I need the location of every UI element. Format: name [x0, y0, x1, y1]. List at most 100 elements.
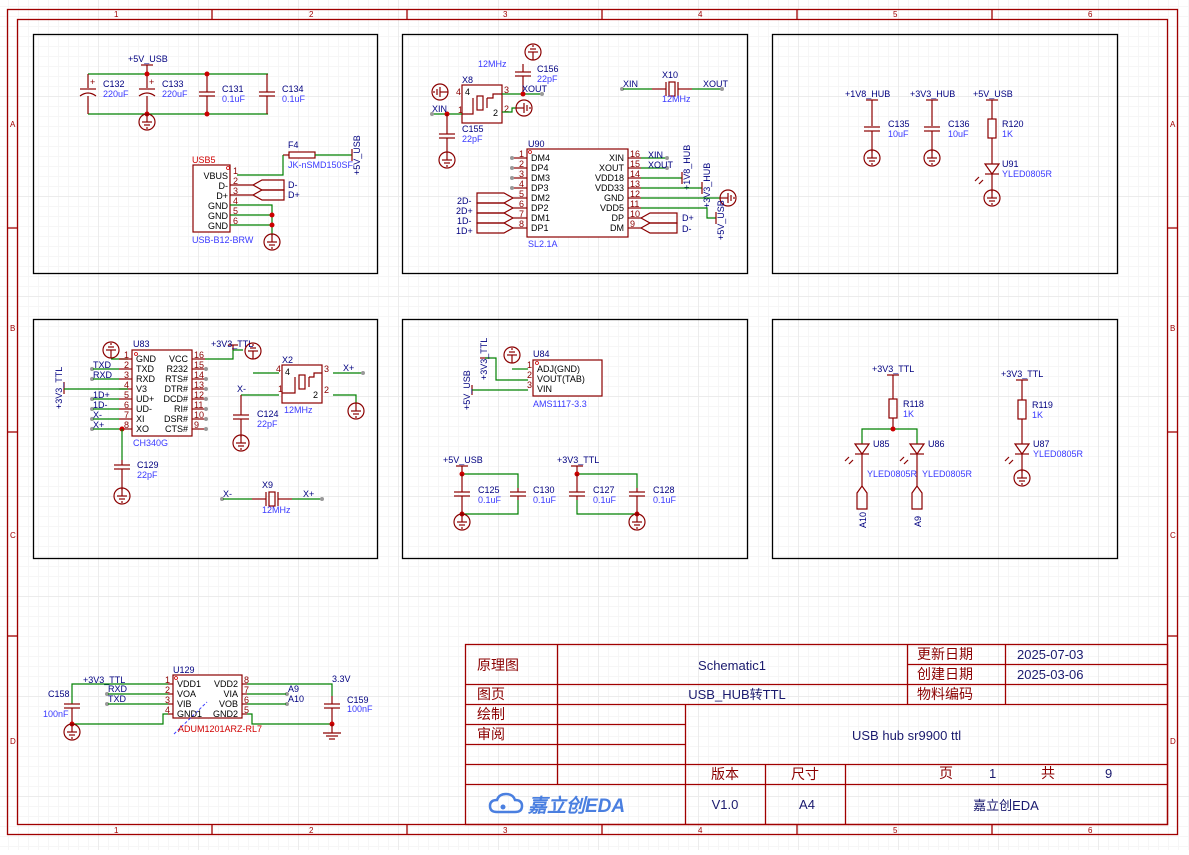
- ic-u84[interactable]: [532, 359, 603, 397]
- svg-text:1: 1: [278, 384, 283, 394]
- sheet-description[interactable]: USB hub sr9900 ttl: [852, 728, 961, 743]
- block-frame-hub-power[interactable]: [771, 33, 1119, 275]
- pin-name: DCD#: [163, 394, 188, 404]
- pin-number: 6: [233, 216, 238, 226]
- value-label: 22pF: [137, 470, 158, 480]
- pin-number: 1: [527, 360, 532, 370]
- bus-port: [476, 222, 515, 234]
- usb-connector[interactable]: [192, 164, 231, 233]
- ldo-block: +3V3_TTL +5V_USB U84 ADJ(GND) VOUT(TAB) …: [443, 338, 677, 531]
- page-name[interactable]: USB_HUB转TTL: [688, 687, 786, 702]
- pin-name: RXD: [136, 374, 156, 384]
- pin-number: 15: [630, 159, 640, 169]
- col-label: 2: [309, 10, 314, 19]
- net-label: X-: [237, 384, 246, 394]
- ref-label: C127: [593, 485, 615, 495]
- no-connect-pin: [204, 377, 208, 381]
- ic-u129[interactable]: [172, 674, 243, 719]
- ref-label: U85: [873, 439, 890, 449]
- pin-number: 1: [124, 350, 129, 360]
- ref-label: X8: [462, 75, 473, 85]
- ground-icon: [503, 346, 521, 364]
- pin-number: 4: [519, 179, 524, 189]
- col-label: 1: [114, 10, 119, 19]
- ground-icon: [923, 149, 941, 167]
- value-label: 10uF: [948, 129, 969, 139]
- no-connect-pin: [510, 156, 514, 160]
- block-frame-ldo[interactable]: [401, 318, 749, 560]
- ground-icon: [1013, 469, 1031, 487]
- pin-number: 11: [630, 199, 639, 209]
- net-label: 1D+: [456, 226, 473, 236]
- block-frame-hub[interactable]: [401, 33, 749, 275]
- page-number: 1: [989, 766, 996, 781]
- pin-name: TXD: [136, 364, 155, 374]
- value-label: 1K: [1002, 129, 1013, 139]
- ref-label: C132: [103, 79, 125, 89]
- updated-date: 2025-07-03: [1017, 647, 1084, 662]
- freq-label: 12MHz: [262, 505, 291, 515]
- logo-text: 嘉立创EDA: [527, 795, 625, 817]
- ground-icon: [263, 233, 281, 251]
- ground-icon: [102, 341, 120, 359]
- pin-name: V3: [136, 384, 147, 394]
- ref-label: U87: [1033, 439, 1050, 449]
- pin-number: 9: [630, 219, 635, 229]
- pin-name: RTS#: [165, 374, 188, 384]
- value-label: YLED0805R: [1002, 169, 1053, 179]
- port-label: A9: [913, 516, 923, 527]
- pin-name: VDD2: [214, 679, 238, 689]
- pin-name: VOA: [177, 689, 196, 699]
- value-label: 100nF: [43, 709, 69, 719]
- no-connect-pin: [204, 387, 208, 391]
- pin-number: 8: [519, 219, 524, 229]
- block-frame-ch340[interactable]: [32, 318, 379, 560]
- ref-label: X10: [662, 70, 678, 80]
- freq-label: 12MHz: [284, 405, 313, 415]
- pin-number: 2: [165, 685, 170, 695]
- net-label: +5V_USB: [352, 135, 362, 175]
- pin-name: VIB: [177, 699, 192, 709]
- net-label: A10: [288, 694, 304, 704]
- block-frame-leds[interactable]: [771, 318, 1119, 560]
- ic-u83[interactable]: [131, 349, 193, 437]
- no-connect-pin: [204, 407, 208, 411]
- ref-label: C125: [478, 485, 500, 495]
- crystal-x2[interactable]: [281, 364, 323, 404]
- no-connect-pin: [510, 186, 514, 190]
- ground-icon: [628, 513, 646, 531]
- net-label: +5V_USB: [462, 370, 472, 410]
- pin-name: VOB: [219, 699, 238, 709]
- value-label: 1K: [903, 409, 914, 419]
- pin-number: 1: [165, 675, 170, 685]
- net-label: X+: [93, 420, 104, 430]
- net-label: +3V3_TTL: [872, 364, 914, 374]
- block-frame-usb-power[interactable]: [32, 33, 379, 275]
- svg-text:4: 4: [285, 367, 290, 377]
- pin-name: GND2: [213, 709, 238, 719]
- schematic-name[interactable]: Schematic1: [698, 658, 766, 673]
- isolator-block: +3V3_TTL C158 100nF RXD TXD U129 VDD11VO…: [43, 665, 373, 741]
- value-label: 0.1uF: [282, 94, 306, 104]
- ref-label: C133: [162, 79, 184, 89]
- ic-u90[interactable]: [526, 148, 629, 238]
- pin-name: VCC: [169, 354, 189, 364]
- net-label: X-: [93, 410, 102, 420]
- pin-name: VDD18: [595, 173, 624, 183]
- ref-label: C129: [137, 460, 159, 470]
- net-end: [90, 377, 94, 381]
- ground-icon: [347, 402, 365, 420]
- crystal-x8[interactable]: [461, 84, 503, 124]
- pin-name: DM1: [531, 213, 550, 223]
- pin-number: 2: [124, 360, 129, 370]
- title-block: 原理图 Schematic1 图页 USB_HUB转TTL 绘制 审阅 更新日期…: [464, 643, 1169, 826]
- tb-label-created: 创建日期: [917, 666, 973, 682]
- net-end: [90, 367, 94, 371]
- pin-number: 7: [519, 209, 524, 219]
- net-label: XIN: [648, 150, 663, 160]
- pin-name: R232: [166, 364, 188, 374]
- tb-label-review: 审阅: [477, 726, 505, 742]
- ruler-ticks: [7, 9, 1178, 835]
- net-label: 1D-: [93, 400, 108, 410]
